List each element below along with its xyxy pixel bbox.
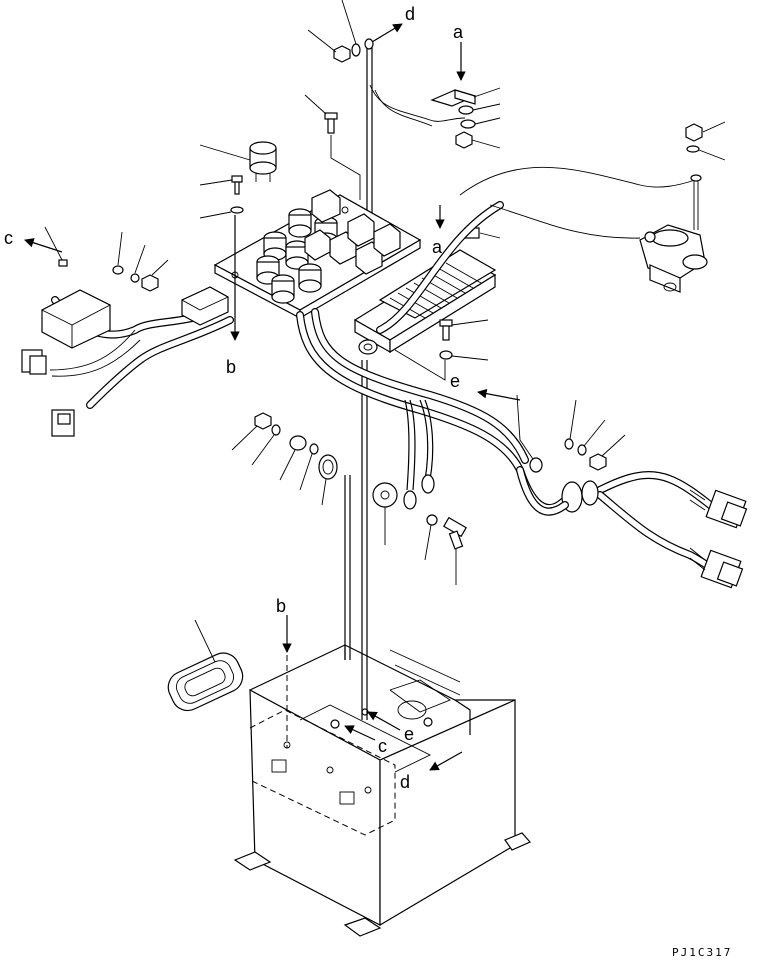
board-fasteners-left [44,226,169,292]
label-d-top: d [405,4,415,24]
label-a-top: a [453,22,464,42]
relay-board [213,189,422,320]
label-e-box: e [404,724,414,744]
label-e-mid: e [450,371,460,391]
relay-icon [256,189,401,304]
drawing-code: PJ1C317 [672,946,732,959]
pressure-switch [639,180,708,293]
middle-fasteners [231,412,467,585]
label-b-box: b [276,596,286,616]
right-fasteners [516,394,626,473]
buzzer-unit [199,141,277,182]
battery-compartment-box [233,644,531,937]
harness-grommet [516,466,599,516]
nut [685,121,726,182]
left-connector-icon [21,286,229,437]
bolt [394,319,489,381]
top-fasteners [304,0,501,200]
label-c-box: c [378,736,387,756]
harness-clamp [358,339,378,355]
ground-cable-rods [344,45,373,720]
label-b-left: b [226,357,236,377]
label-d-box: d [400,772,410,792]
reference-labels: d a a c b e b c e d PJ1C317 [4,4,732,959]
label-c-left: c [4,228,13,248]
label-a-mid: a [432,237,443,257]
connector-icon [689,489,748,589]
reference-arrows [24,23,521,771]
rubber-grommet [167,619,244,712]
screw [199,175,244,219]
